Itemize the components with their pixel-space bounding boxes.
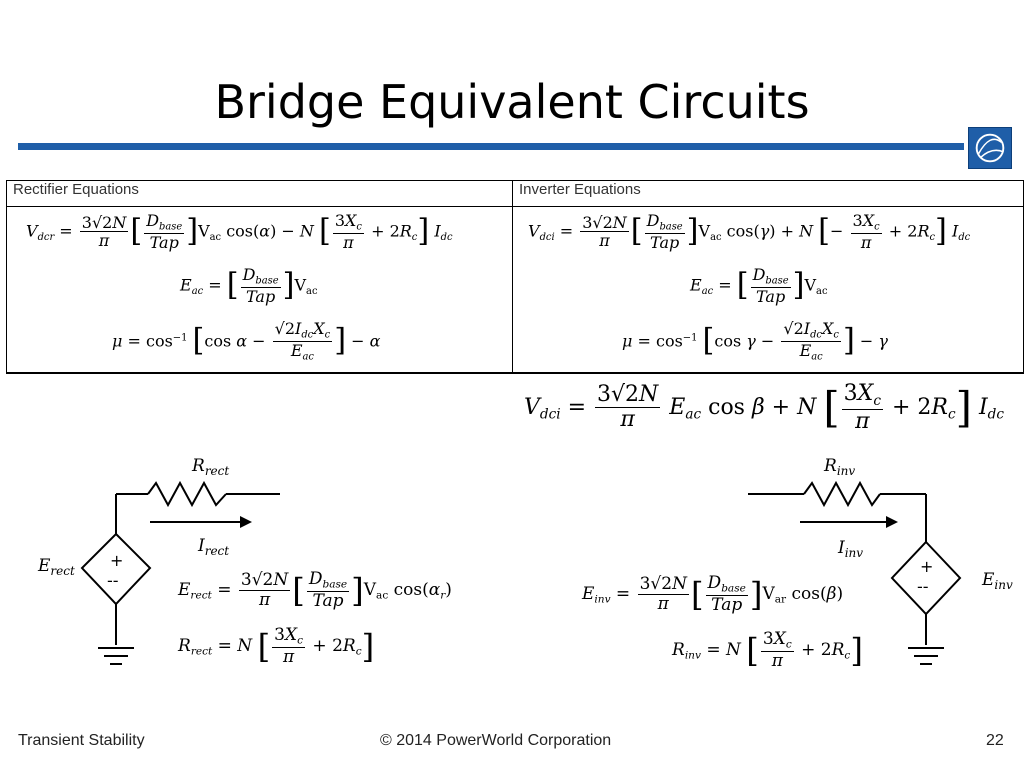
globe-orbit-icon — [975, 133, 1005, 163]
inverter-source-label: Einv — [982, 570, 1013, 593]
inverter-equations-cell — [512, 206, 1024, 374]
inverter-source-minus: -- — [917, 577, 929, 596]
powerworld-logo — [968, 127, 1012, 169]
inverter-header: Inverter Equations — [512, 180, 1024, 207]
inverter-circuit — [748, 480, 962, 665]
footer-topic: Transient Stability — [18, 732, 145, 749]
inverter-source-plus: + — [920, 557, 933, 576]
rectifier-ground-icon — [98, 647, 134, 665]
inverter-current-label: Iinv — [838, 538, 864, 561]
equations-table: Rectifier Equations Inverter Equations — [6, 180, 1024, 374]
slide-number: 22 — [986, 732, 1004, 749]
inverter-resistor-label: Rinv — [824, 456, 856, 479]
footer-copyright: © 2014 PowerWorld Corporation — [380, 732, 612, 749]
rectifier-current-label: Irect — [198, 536, 230, 559]
rectifier-source-plus: + — [110, 551, 123, 570]
title-divider — [18, 143, 964, 150]
slide-title: Bridge Equivalent Circuits — [214, 75, 810, 129]
rectifier-resistor — [147, 480, 227, 508]
rectifier-resistor-label: Rrect — [192, 456, 230, 479]
equivalent-circuits-diagram: + -- + -- — [80, 480, 962, 665]
inverter-resistor — [803, 480, 881, 508]
inverter-ground-icon — [908, 647, 944, 665]
rectifier-source-label: Erect — [38, 556, 75, 579]
rectifier-header: Rectifier Equations — [6, 180, 513, 207]
rectifier-circuit — [80, 480, 280, 665]
rectifier-source-minus: -- — [107, 571, 119, 590]
